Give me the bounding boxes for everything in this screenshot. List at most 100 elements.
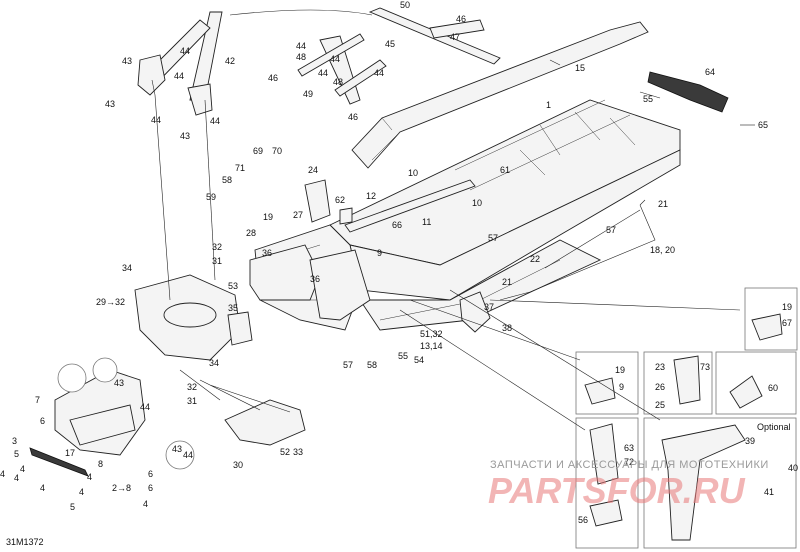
callout-44: 44 xyxy=(140,402,150,412)
front-bracket-35 xyxy=(227,311,253,346)
callout-40: 40 xyxy=(788,463,798,473)
callout-11: 11 xyxy=(422,217,431,227)
callout-2-8: 2→8 xyxy=(112,483,131,493)
callout-10: 10 xyxy=(408,168,418,178)
callout-53: 53 xyxy=(228,281,238,291)
callout-4: 4 xyxy=(20,464,25,474)
callout-9: 9 xyxy=(619,382,624,392)
callout-44: 44 xyxy=(296,41,306,51)
callout-71: 71 xyxy=(235,163,245,173)
left-rail xyxy=(344,179,476,233)
callout-4: 4 xyxy=(143,499,148,509)
callout-4: 4 xyxy=(14,473,19,483)
callout-62: 62 xyxy=(335,195,345,205)
lower-left-module xyxy=(29,357,195,477)
callout-19: 19 xyxy=(782,302,792,312)
callout-42: 42 xyxy=(225,56,235,66)
callout-13-14: 13,14 xyxy=(420,341,443,351)
callout-44: 44 xyxy=(183,450,193,460)
callout-51-32: 51,32 xyxy=(420,329,443,339)
callout-36: 36 xyxy=(310,274,320,284)
callout-41: 41 xyxy=(764,487,774,497)
callout-57: 57 xyxy=(488,233,498,243)
callout-26: 26 xyxy=(655,382,665,392)
callout-48: 48 xyxy=(333,77,343,87)
lower-plate-17 xyxy=(69,404,136,446)
detail-circle-2 xyxy=(92,357,118,383)
callout-17: 17 xyxy=(65,448,75,458)
callout-58: 58 xyxy=(367,360,377,370)
callout-44: 44 xyxy=(180,46,190,56)
watermark-line1: ЗАПЧАСТИ И АКСЕССУАРЫ ДЛЯ МОТОТЕХНИКИ xyxy=(490,459,769,471)
callout-15: 15 xyxy=(575,63,585,73)
callout-61: 61 xyxy=(500,165,510,175)
callout-39: 39 xyxy=(745,436,755,446)
callout-56: 56 xyxy=(578,515,588,525)
detail-circle-1 xyxy=(57,363,87,393)
callout-44: 44 xyxy=(174,71,184,81)
callout-67: 67 xyxy=(782,318,792,328)
callout-65: 65 xyxy=(758,120,768,130)
callout-27: 27 xyxy=(293,210,303,220)
tunnel-side xyxy=(349,149,681,301)
upper-strut-46 xyxy=(297,33,365,77)
leader-lines xyxy=(151,9,755,431)
callout-48: 48 xyxy=(296,52,306,62)
small-bracket-62 xyxy=(339,207,353,225)
callout-59: 59 xyxy=(206,192,216,202)
callout-32: 32 xyxy=(212,242,222,252)
callout-34: 34 xyxy=(209,358,219,368)
callout-6: 6 xyxy=(148,469,153,479)
running-board-support xyxy=(499,204,656,301)
callout-57: 57 xyxy=(606,225,616,235)
callout-31: 31 xyxy=(187,396,197,406)
front-frame-36 xyxy=(249,244,321,301)
callout-50: 50 xyxy=(400,0,410,10)
callout-5: 5 xyxy=(14,449,19,459)
motor-mount-24 xyxy=(304,179,331,223)
watermark: ЗАПЧАСТИ И АКСЕССУАРЫ ДЛЯ МОТОТЕХНИКИ PA… xyxy=(488,459,769,511)
upper-bar-47 xyxy=(429,19,485,39)
engine-bracket-30 xyxy=(224,399,306,446)
column-bracket-43 xyxy=(137,54,166,96)
cradle-opening xyxy=(163,302,217,328)
callout-1: 1 xyxy=(546,100,551,110)
callout-6: 6 xyxy=(148,483,153,493)
callout-5: 5 xyxy=(70,502,75,512)
callout-29-32: 29→32 xyxy=(96,297,125,307)
callout-64: 64 xyxy=(705,67,715,77)
callout-52: 52 xyxy=(280,447,290,457)
callout-44: 44 xyxy=(330,54,340,64)
callout-22: 22 xyxy=(530,254,540,264)
callout-25: 25 xyxy=(655,400,665,410)
callout-60: 60 xyxy=(768,383,778,393)
callout-38: 38 xyxy=(502,323,512,333)
heat-exchanger-strip xyxy=(351,21,649,169)
callout-28: 28 xyxy=(246,228,256,238)
callout-6: 6 xyxy=(40,416,45,426)
callout-34: 34 xyxy=(122,263,132,273)
callout-35: 35 xyxy=(228,303,238,313)
detail-boxes xyxy=(575,287,798,549)
callout-58: 58 xyxy=(222,175,232,185)
callout-4: 4 xyxy=(0,469,5,479)
callout-labels: 50 46 47 45 44 48 44 44 44 48 46 49 46 1… xyxy=(0,0,798,525)
watermark-line2: PARTSFOR.RU xyxy=(488,470,746,511)
callout-4: 4 xyxy=(87,472,92,482)
callout-19: 19 xyxy=(263,212,273,222)
skid-plate-3 xyxy=(29,447,89,477)
front-module xyxy=(134,179,491,446)
callout-43: 43 xyxy=(180,131,190,141)
callout-33: 33 xyxy=(293,447,303,457)
callout-57: 57 xyxy=(343,360,353,370)
front-bracket-37 xyxy=(459,291,491,333)
callout-7: 7 xyxy=(35,395,40,405)
callout-30: 30 xyxy=(233,460,243,470)
callout-4: 4 xyxy=(79,487,84,497)
callout-54: 54 xyxy=(414,355,424,365)
callout-43: 43 xyxy=(122,56,132,66)
callout-9: 9 xyxy=(377,248,382,258)
callout-49: 49 xyxy=(303,89,313,99)
callout-69: 69 xyxy=(253,146,263,156)
